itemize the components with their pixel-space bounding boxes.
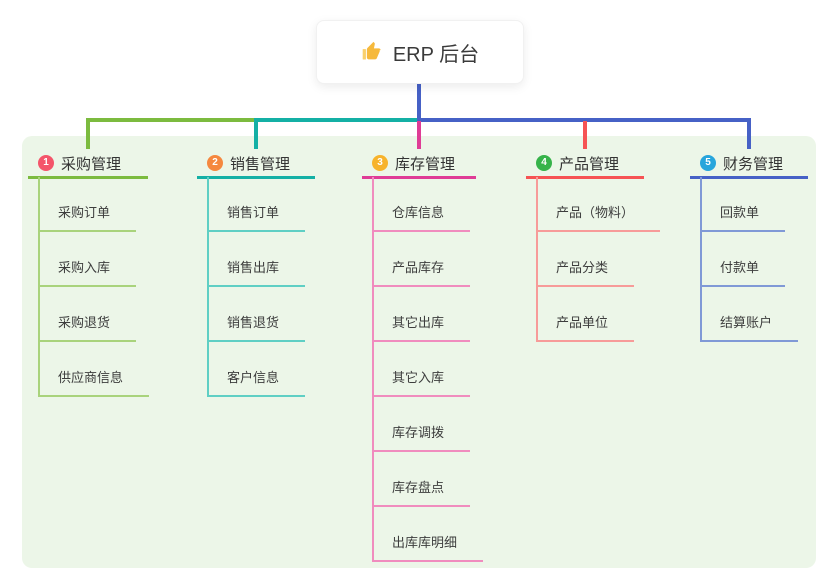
badge-3-icon: 3 [372,155,388,171]
node-payment-bill[interactable]: 付款单 [702,257,786,287]
thumbs-up-icon [361,41,383,63]
branch-node-sales[interactable]: 2 销售管理 [197,150,315,179]
branch5-horizontal-connector [417,118,751,122]
branch-label: 库存管理 [395,155,456,173]
branch2-drop-connector [254,118,258,149]
branch-label: 采购管理 [61,155,122,173]
node-other-outbound[interactable]: 其它出库 [374,312,471,342]
branch1-horizontal-connector [86,118,258,122]
branch5-children: 回款单 付款单 结算账户 [700,177,799,342]
branch3-children: 仓库信息 产品库存 其它出库 其它入库 库存调拨 库存盘点 出库库明细 [372,177,484,562]
root-stem-connector [417,83,421,120]
badge-2-icon: 2 [207,155,223,171]
branch1-drop-connector [86,118,90,149]
branch-label: 销售管理 [230,155,291,173]
node-other-inbound[interactable]: 其它入库 [374,367,471,397]
branch5-drop-connector [747,118,751,149]
branch-node-product[interactable]: 4 产品管理 [526,150,644,179]
badge-5-icon: 5 [700,155,716,171]
node-settlement-account[interactable]: 结算账户 [702,312,799,342]
branch-node-finance[interactable]: 5 财务管理 [690,150,808,179]
node-outbound-detail[interactable]: 出库库明细 [374,532,484,562]
branch-label: 财务管理 [723,155,784,173]
node-sales-return[interactable]: 销售退货 [209,312,306,342]
node-customer-info[interactable]: 客户信息 [209,367,306,397]
mindmap-panel [22,136,816,568]
node-product-material[interactable]: 产品（物料） [538,202,661,232]
node-warehouse-info[interactable]: 仓库信息 [374,202,471,232]
root-node-label: ERP 后台 [392,43,480,66]
badge-1-icon: 1 [38,155,54,171]
node-product-unit[interactable]: 产品单位 [538,312,635,342]
branch3-drop-connector [417,121,421,149]
node-stock-transfer[interactable]: 库存调拨 [374,422,471,452]
node-product-stock[interactable]: 产品库存 [374,257,471,287]
node-purchase-order[interactable]: 采购订单 [40,202,137,232]
branch4-drop-connector [583,121,587,149]
root-node-erp[interactable]: ERP 后台 [316,20,524,84]
branch-node-inventory[interactable]: 3 库存管理 [362,150,476,179]
node-product-category[interactable]: 产品分类 [538,257,635,287]
node-sales-order[interactable]: 销售订单 [209,202,306,232]
branch-node-purchase[interactable]: 1 采购管理 [28,150,148,179]
node-purchase-inbound[interactable]: 采购入库 [40,257,137,287]
node-receipt-bill[interactable]: 回款单 [702,202,786,232]
branch2-horizontal-connector [254,118,421,122]
branch2-children: 销售订单 销售出库 销售退货 客户信息 [207,177,306,397]
node-supplier-info[interactable]: 供应商信息 [40,367,150,397]
branch1-children: 采购订单 采购入库 采购退货 供应商信息 [38,177,150,397]
badge-4-icon: 4 [536,155,552,171]
branch-label: 产品管理 [559,155,620,173]
node-stock-count[interactable]: 库存盘点 [374,477,471,507]
node-purchase-return[interactable]: 采购退货 [40,312,137,342]
branch4-children: 产品（物料） 产品分类 产品单位 [536,177,661,342]
node-sales-outbound[interactable]: 销售出库 [209,257,306,287]
